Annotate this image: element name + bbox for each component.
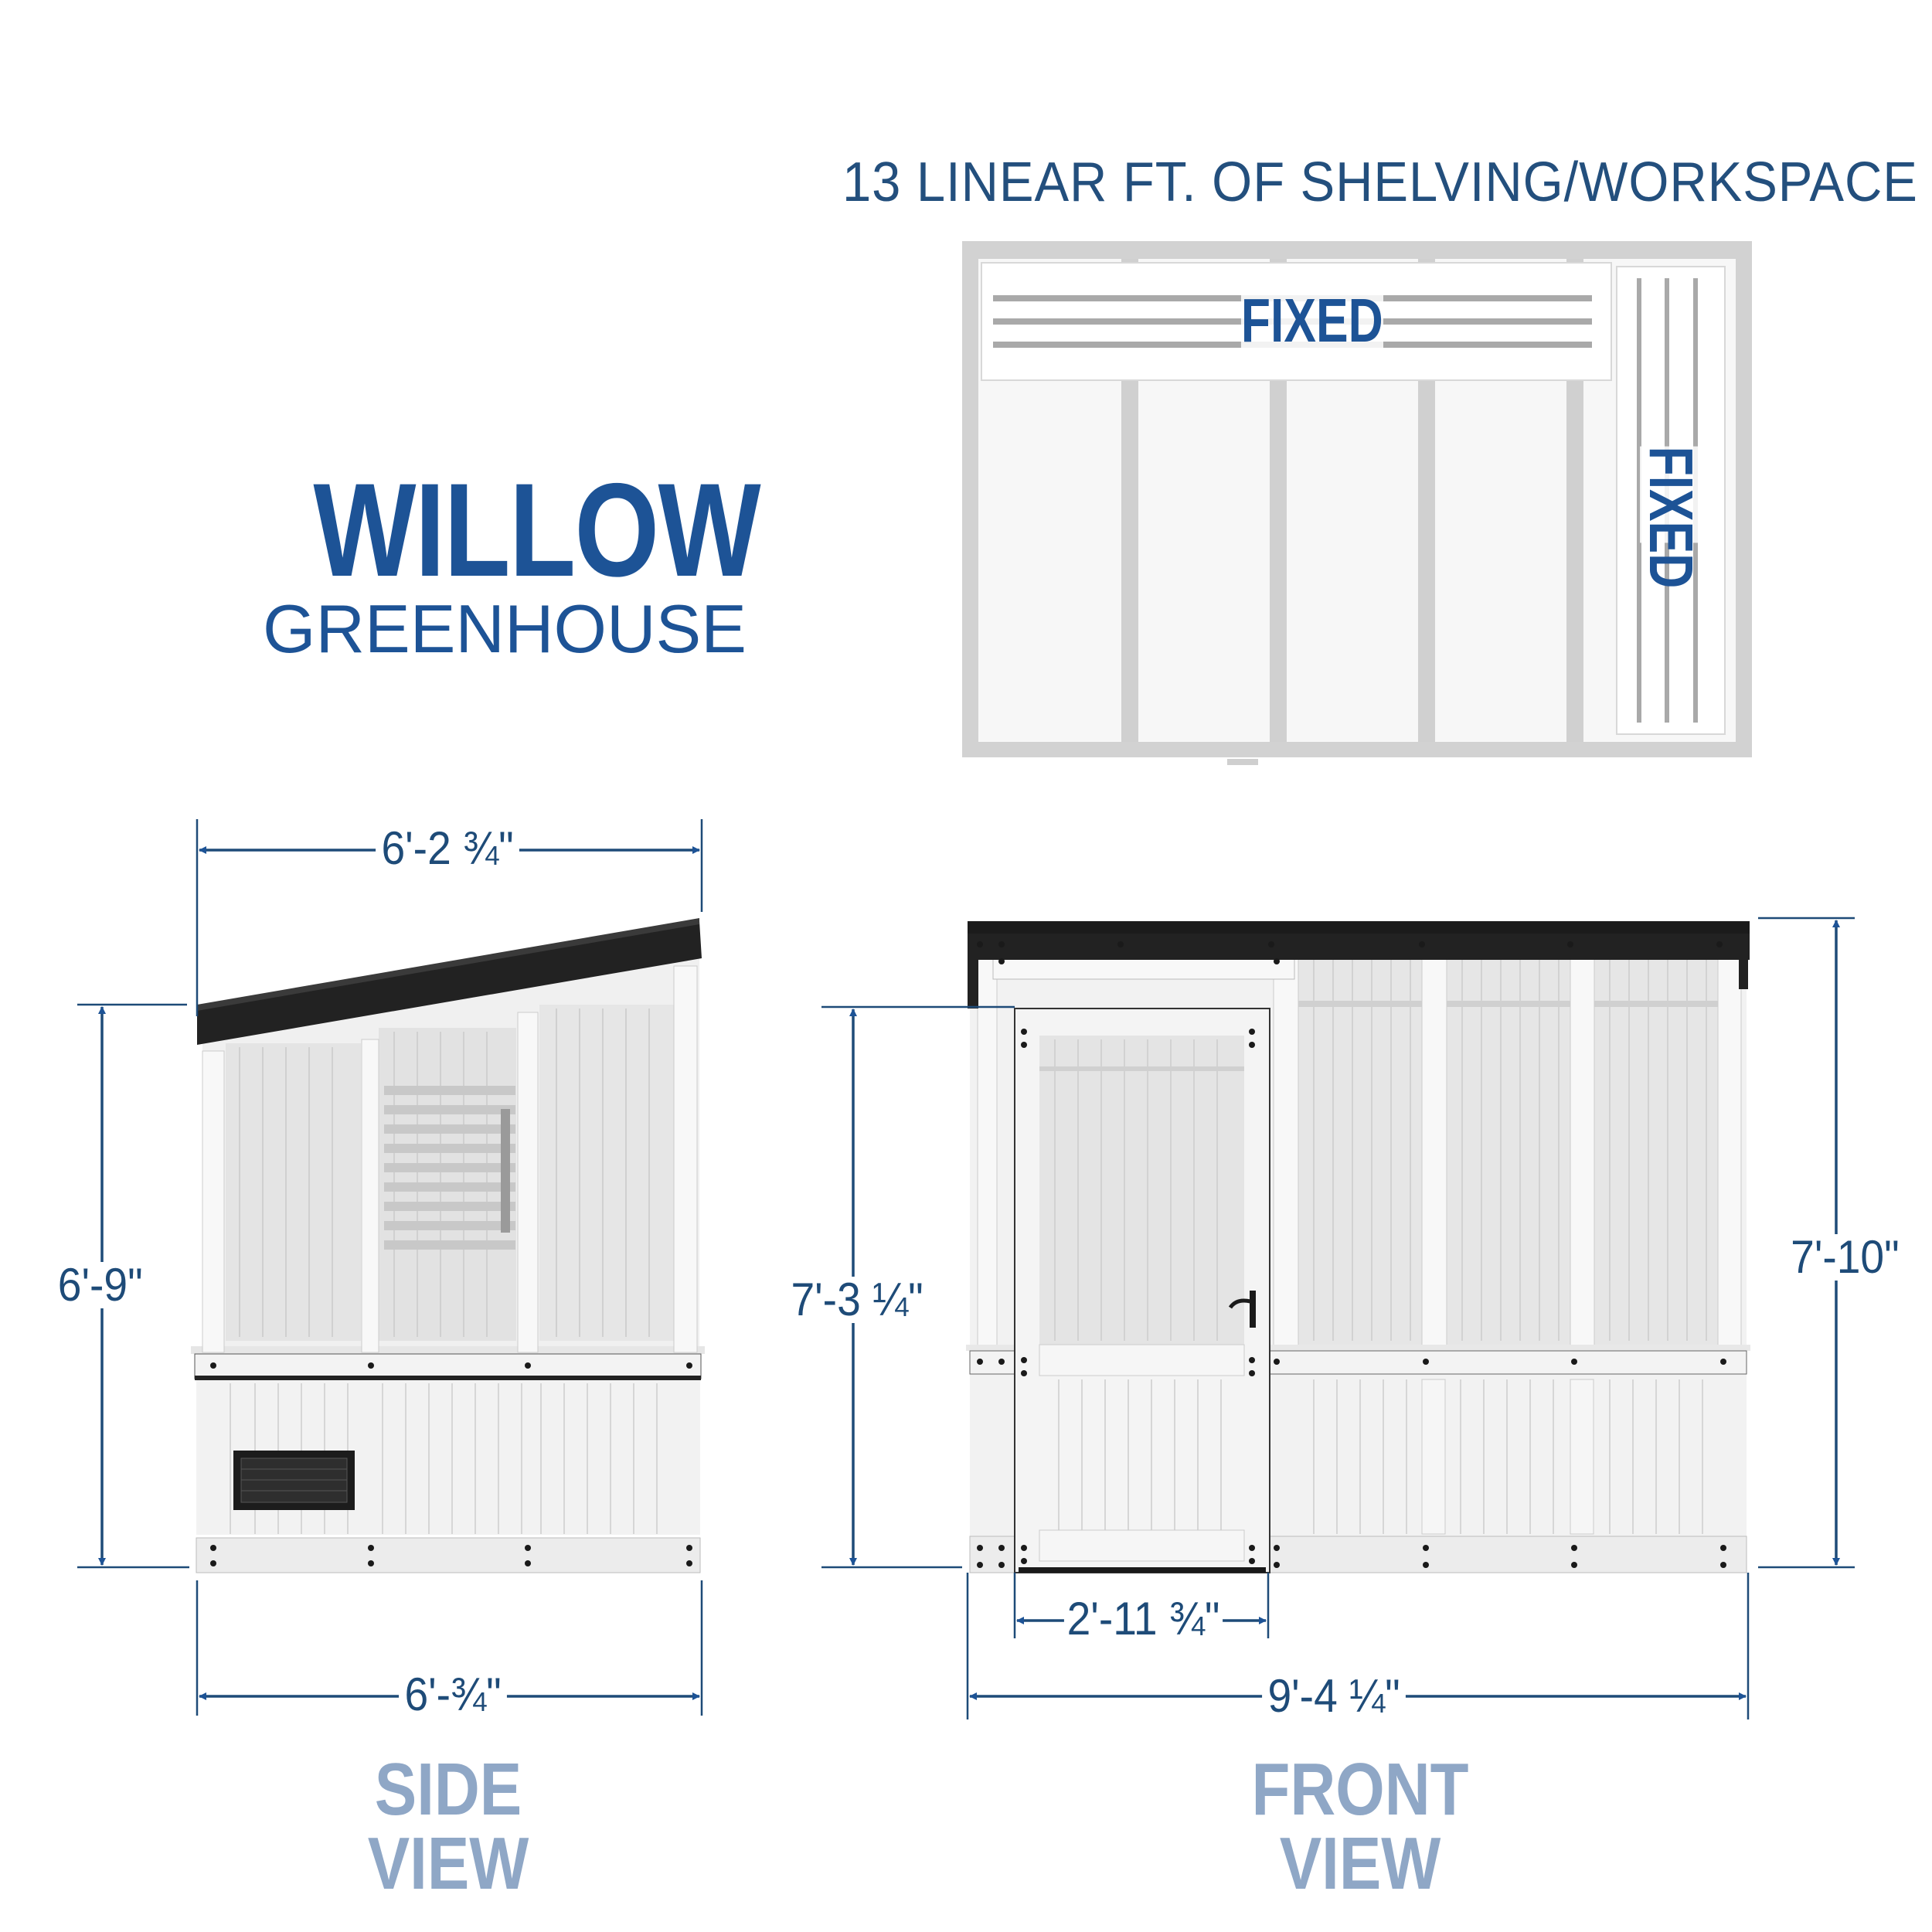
side-height-label: 6'-9" [52, 1262, 149, 1308]
fixed-shelf-label-top: FIXED [1240, 286, 1383, 355]
front-view-label: FRONT VIEW [1251, 1748, 1469, 1905]
front-door-height-label: 7'-3 ¼" [785, 1277, 930, 1323]
front-total-height-label: 7'-10" [1784, 1234, 1906, 1281]
shelving-subtitle: 13 LINEAR FT. OF SHELVING/WORKSPACE [842, 151, 1918, 213]
side-view-label: SIDE VIEW [367, 1748, 529, 1905]
front-total-width-label: 9'-4 ¼" [1262, 1673, 1406, 1719]
front-door-width-label: 2'-11 ¾" [1063, 1596, 1223, 1642]
side-base-width-label: 6'-¾" [399, 1672, 508, 1718]
product-subtitle: GREENHOUSE [263, 590, 747, 667]
side-top-width-label: 6'-2 ¾" [376, 825, 520, 872]
